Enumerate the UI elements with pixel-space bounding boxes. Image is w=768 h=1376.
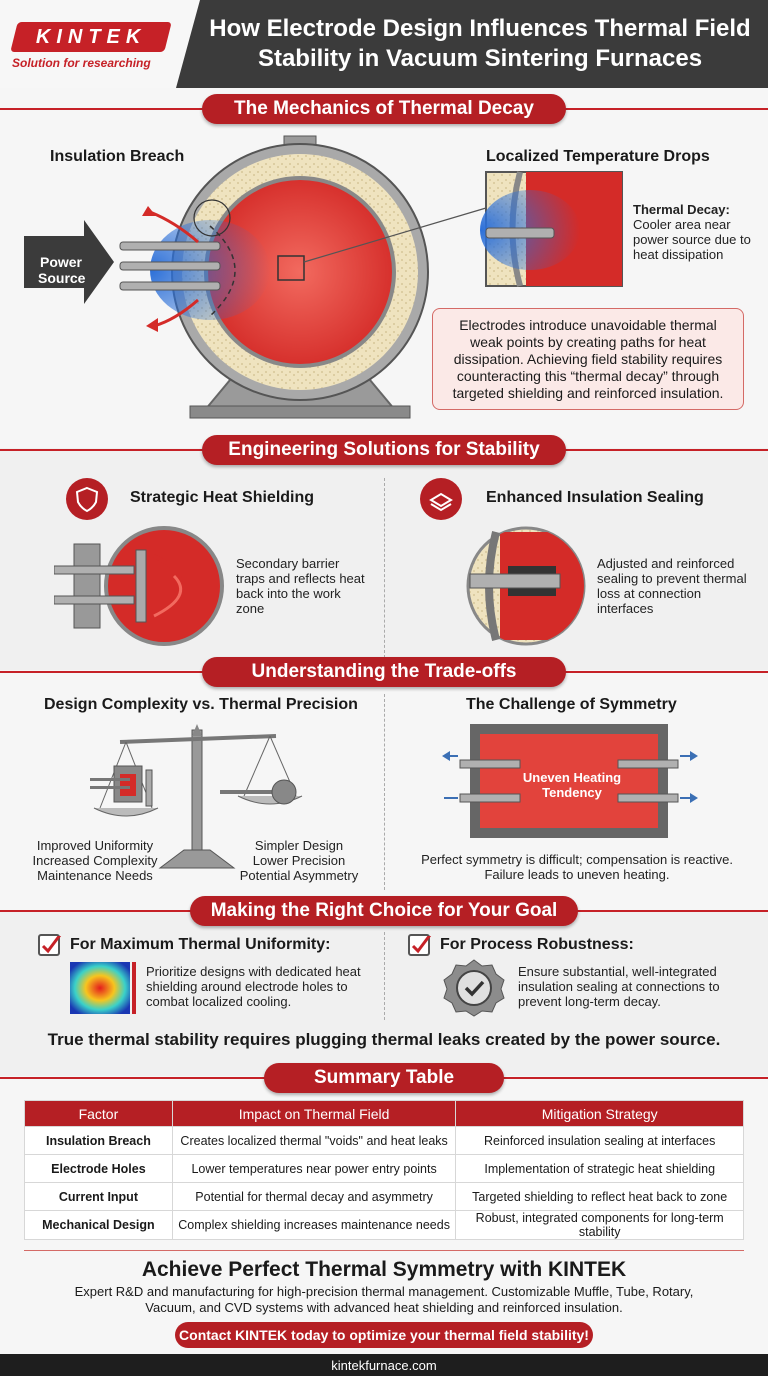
footer-link[interactable]: kintekfurnace.com bbox=[0, 1354, 768, 1376]
kintek-logo[interactable]: KINTEK bbox=[10, 22, 172, 52]
complexity-title: Design Complexity vs. Thermal Precision bbox=[44, 696, 358, 713]
logo-area: KINTEK Solution for researching bbox=[0, 0, 200, 88]
uneven-heating-label: Uneven Heating Tendency bbox=[522, 770, 622, 800]
column-header: Factor bbox=[24, 1100, 173, 1127]
symmetry-illustration bbox=[442, 724, 698, 838]
summary-table: Factor Impact on Thermal Field Mitigatio… bbox=[24, 1100, 744, 1240]
column-header: Mitigation Strategy bbox=[455, 1100, 744, 1127]
thermal-decay-title: Thermal Decay: bbox=[633, 202, 730, 217]
table-cell: Mechanical Design bbox=[24, 1210, 173, 1240]
sealing-text: Adjusted and reinforced sealing to preve… bbox=[597, 556, 747, 616]
table-cell: Creates localized thermal "voids" and he… bbox=[171, 1126, 457, 1155]
table-cell: Potential for thermal decay and asymmetr… bbox=[171, 1182, 457, 1211]
table-cell: Current Input bbox=[24, 1182, 173, 1211]
tradeoff-item: Increased Complexity bbox=[32, 853, 158, 868]
page-title: How Electrode Design Influences Thermal … bbox=[209, 15, 751, 72]
tradeoff-item: Improved Uniformity bbox=[36, 838, 154, 853]
column-divider bbox=[384, 694, 385, 890]
table-cell: Reinforced insulation sealing at interfa… bbox=[455, 1126, 744, 1155]
thermal-decay-callout: Thermal Decay: Cooler area near power so… bbox=[633, 202, 753, 262]
badge-check-icon bbox=[443, 959, 505, 1017]
table-row: Current Input Potential for thermal deca… bbox=[24, 1182, 744, 1211]
table-row: Electrode Holes Lower temperatures near … bbox=[24, 1154, 744, 1183]
mechanics-heading: The Mechanics of Thermal Decay bbox=[202, 94, 566, 124]
logo-tagline: Solution for researching bbox=[12, 56, 151, 70]
robust-text: Ensure substantial, well-integrated insu… bbox=[518, 964, 720, 1009]
tradeoff-item: Maintenance Needs bbox=[37, 868, 153, 883]
tradeoffs-heading: Understanding the Trade-offs bbox=[202, 657, 566, 687]
column-divider bbox=[384, 932, 385, 1020]
uniformity-title: For Maximum Thermal Uniformity: bbox=[70, 936, 331, 953]
table-cell: Lower temperatures near power entry poin… bbox=[171, 1154, 457, 1183]
shield-icon bbox=[66, 478, 108, 520]
insulation-breach-label: Insulation Breach bbox=[50, 148, 185, 165]
shielding-title: Strategic Heat Shielding bbox=[130, 489, 315, 506]
power-source-label: Power Source bbox=[38, 254, 86, 286]
robust-title: For Process Robustness: bbox=[440, 936, 634, 953]
solutions-heading: Engineering Solutions for Stability bbox=[202, 435, 566, 465]
table-cell: Complex shielding increases maintenance … bbox=[171, 1210, 457, 1240]
column-divider bbox=[384, 478, 385, 658]
checkbox-icon bbox=[38, 934, 62, 956]
table-cell: Targeted shielding to reflect heat back … bbox=[455, 1182, 744, 1211]
table-header-row: Factor Impact on Thermal Field Mitigatio… bbox=[24, 1100, 744, 1127]
right-tradeoff-list: Simpler Design Lower Precision Potential… bbox=[234, 838, 364, 883]
conclusion-text: True thermal stability requires plugging… bbox=[47, 1030, 721, 1049]
cta-body: Expert R&D and manufacturing for high-pr… bbox=[74, 1284, 694, 1315]
localized-drops-label: Localized Temperature Drops bbox=[486, 148, 710, 165]
balance-scale-illustration bbox=[90, 724, 303, 869]
heat-shield-illustration bbox=[54, 526, 224, 646]
shielding-text: Secondary barrier traps and reflects hea… bbox=[236, 556, 365, 616]
page-header: KINTEK Solution for researching How Elec… bbox=[0, 0, 768, 88]
cta-divider bbox=[24, 1250, 744, 1251]
table-row: Insulation Breach Creates localized ther… bbox=[24, 1126, 744, 1155]
column-header: Impact on Thermal Field bbox=[171, 1100, 457, 1127]
sealing-title: Enhanced Insulation Sealing bbox=[486, 489, 704, 506]
contact-button[interactable]: Contact KINTEK today to optimize your th… bbox=[175, 1322, 593, 1348]
tradeoff-item: Simpler Design bbox=[254, 838, 344, 853]
thermal-decay-text: Cooler area near power source due to hea… bbox=[633, 217, 751, 262]
checkbox-icon bbox=[408, 934, 432, 956]
cta-title: Achieve Perfect Thermal Symmetry with KI… bbox=[141, 1258, 627, 1281]
insulation-layers-icon bbox=[420, 478, 462, 520]
left-tradeoff-list: Improved Uniformity Increased Complexity… bbox=[30, 838, 160, 883]
heatmap-icon bbox=[70, 962, 136, 1014]
table-row: Mechanical Design Complex shielding incr… bbox=[24, 1210, 744, 1240]
insulation-sealing-illustration bbox=[466, 526, 590, 646]
table-cell: Insulation Breach bbox=[24, 1126, 173, 1155]
table-cell: Robust, integrated components for long-t… bbox=[455, 1210, 744, 1240]
symmetry-title: The Challenge of Symmetry bbox=[466, 696, 677, 713]
table-cell: Implementation of strategic heat shieldi… bbox=[455, 1154, 744, 1183]
table-cell: Electrode Holes bbox=[24, 1154, 173, 1183]
tradeoff-item: Potential Asymmetry bbox=[239, 868, 359, 883]
tradeoff-item: Lower Precision bbox=[252, 853, 346, 868]
choice-heading: Making the Right Choice for Your Goal bbox=[190, 896, 578, 926]
mechanics-info-box: Electrodes introduce unavoidable thermal… bbox=[432, 308, 744, 410]
uniformity-text: Prioritize designs with dedicated heat s… bbox=[146, 964, 361, 1009]
furnace-diagram bbox=[24, 135, 623, 419]
summary-heading: Summary Table bbox=[264, 1063, 504, 1093]
symmetry-text: Perfect symmetry is difficult; compensat… bbox=[421, 852, 733, 882]
